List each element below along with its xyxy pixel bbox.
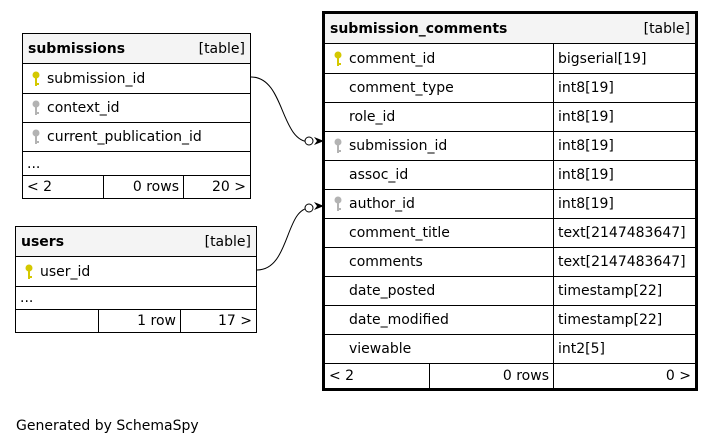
column-name: comment_type	[349, 80, 454, 96]
column-row[interactable]: current_publication_id	[23, 122, 250, 151]
table-header: submissions [table]	[23, 34, 250, 64]
table-header: users [table]	[16, 227, 256, 257]
column-name: submission_id	[47, 70, 146, 87]
column-row[interactable]: role_id int8[19]	[325, 102, 695, 131]
column-row[interactable]: submission_id int8[19]	[325, 131, 695, 160]
column-name: comment_id	[349, 50, 436, 67]
column-type: int8[19]	[553, 161, 695, 189]
column-name: author_id	[349, 196, 415, 212]
column-type: int8[19]	[553, 103, 695, 131]
primary-key-icon	[27, 71, 45, 87]
column-type: timestamp[22]	[553, 306, 695, 334]
table-submission-comments[interactable]: submission_comments [table] comment_id b…	[322, 11, 698, 391]
column-name: comments	[349, 254, 423, 270]
column-name: assoc_id	[349, 167, 409, 183]
next-page-link[interactable]: 0 >	[553, 364, 695, 388]
table-name: users	[21, 233, 65, 250]
column-type: int8[19]	[553, 74, 695, 102]
edge-users-to-comments	[256, 207, 311, 271]
column-name: current_publication_id	[47, 129, 202, 145]
table-footer: < 2 0 rows 0 >	[325, 363, 695, 388]
table-footer: < 2 0 rows 20 >	[23, 175, 250, 198]
column-row[interactable]: comment_id bigserial[19]	[325, 44, 695, 73]
next-page-link[interactable]: 17 >	[180, 310, 256, 332]
edge-zero-marker	[304, 203, 314, 213]
foreign-key-icon	[329, 196, 347, 212]
column-row[interactable]: viewable int2[5]	[325, 334, 695, 363]
prev-page-link[interactable]: < 2	[329, 368, 355, 384]
foreign-key-icon	[329, 138, 347, 154]
column-row[interactable]: date_posted timestamp[22]	[325, 276, 695, 305]
foreign-key-icon	[27, 100, 45, 116]
column-type: text[2147483647]	[553, 219, 695, 247]
column-name: user_id	[40, 263, 91, 280]
column-list: comment_id bigserial[19] comment_type in…	[325, 44, 695, 388]
table-kind: [table]	[643, 20, 690, 37]
column-name: comment_title	[349, 225, 450, 241]
column-row[interactable]: date_modified timestamp[22]	[325, 305, 695, 334]
column-type: int2[5]	[553, 335, 695, 363]
column-list: user_id ... 1 row 17 >	[16, 257, 256, 332]
column-name: context_id	[47, 100, 120, 116]
primary-key-icon	[20, 264, 38, 280]
edge-arrowhead	[314, 137, 324, 145]
table-kind: [table]	[204, 233, 251, 250]
column-name: submission_id	[349, 138, 448, 154]
table-users[interactable]: users [table] user_id ... 1 row 17 >	[15, 226, 257, 333]
next-page-link[interactable]: 20 >	[183, 176, 250, 198]
row-count: 1 row	[98, 310, 180, 332]
column-row[interactable]: context_id	[23, 93, 250, 122]
table-submissions[interactable]: submissions [table] submission_id contex…	[22, 33, 251, 199]
table-name: submission_comments	[330, 20, 508, 37]
column-type: timestamp[22]	[553, 277, 695, 305]
generated-by-credit: Generated by SchemaSpy	[16, 418, 199, 434]
edge-submissions-to-comments	[250, 76, 311, 143]
column-type: bigserial[19]	[553, 44, 695, 73]
column-type: text[2147483647]	[553, 248, 695, 276]
foreign-key-icon	[27, 129, 45, 145]
column-name: date_modified	[349, 312, 449, 328]
column-list: submission_id context_id current_publica…	[23, 64, 250, 198]
more-columns-ellipsis: ...	[16, 286, 256, 309]
column-row[interactable]: user_id	[16, 257, 256, 286]
column-type: int8[19]	[553, 190, 695, 218]
edge-zero-marker	[304, 136, 314, 146]
column-row[interactable]: comment_title text[2147483647]	[325, 218, 695, 247]
table-header: submission_comments [table]	[325, 14, 695, 44]
column-name: viewable	[349, 341, 412, 357]
column-row[interactable]: author_id int8[19]	[325, 189, 695, 218]
row-count: 0 rows	[429, 364, 553, 388]
table-name: submissions	[28, 40, 126, 57]
more-columns-ellipsis: ...	[23, 151, 250, 175]
row-count: 0 rows	[103, 176, 183, 198]
column-type: int8[19]	[553, 132, 695, 160]
table-kind: [table]	[198, 40, 245, 57]
column-row[interactable]: assoc_id int8[19]	[325, 160, 695, 189]
prev-page-link[interactable]	[16, 310, 98, 332]
column-row[interactable]: submission_id	[23, 64, 250, 93]
edge-arrowhead	[314, 202, 324, 210]
column-name: date_posted	[349, 283, 436, 299]
prev-page-link[interactable]: < 2	[27, 179, 53, 195]
primary-key-icon	[329, 51, 347, 67]
column-name: role_id	[349, 109, 396, 125]
column-row[interactable]: comment_type int8[19]	[325, 73, 695, 102]
table-footer: 1 row 17 >	[16, 309, 256, 332]
column-row[interactable]: comments text[2147483647]	[325, 247, 695, 276]
